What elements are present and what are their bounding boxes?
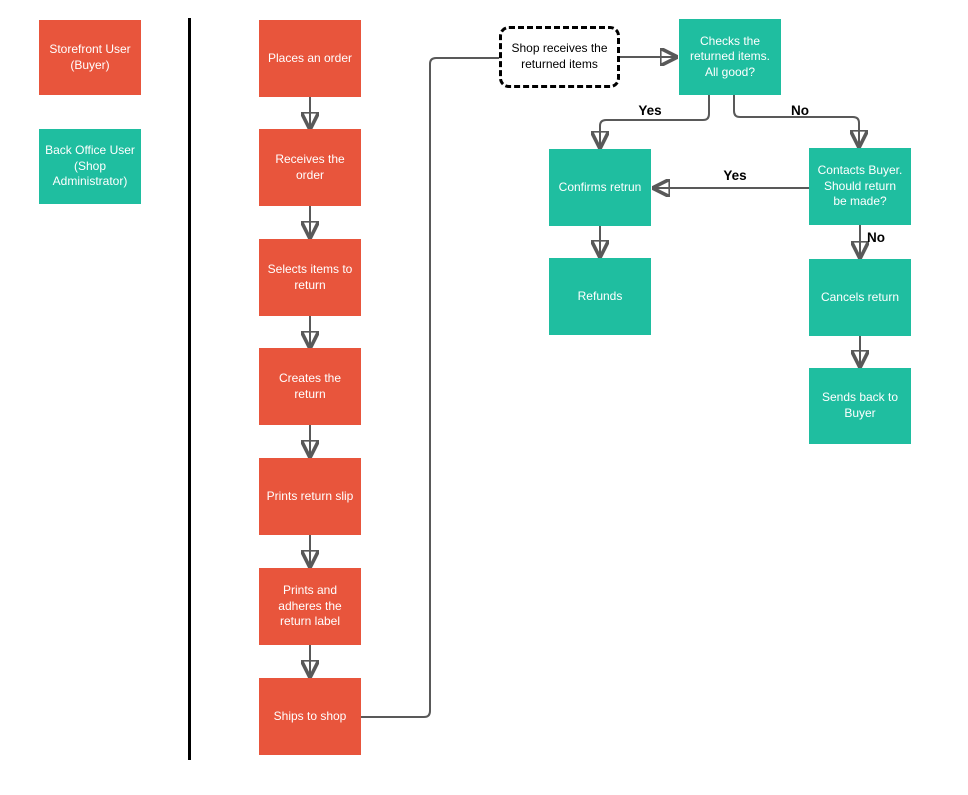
node-contacts-buyer: Contacts Buyer. Should return be made? — [809, 148, 911, 225]
edge-label-checks-no: No — [791, 103, 809, 118]
node-ships-to-shop: Ships to shop — [259, 678, 361, 755]
node-selects-items-to-return: Selects items to return — [259, 239, 361, 316]
node-prints-return-slip: Prints return slip — [259, 458, 361, 535]
node-cancels-return: Cancels return — [809, 259, 911, 336]
node-creates-the-return: Creates the return — [259, 348, 361, 425]
swimlane-divider — [188, 18, 191, 760]
node-receives-the-order: Receives the order — [259, 129, 361, 206]
legend-back-office-user: Back Office User (Shop Administrator) — [39, 129, 141, 204]
node-places-an-order: Places an order — [259, 20, 361, 97]
node-sends-back-to-buyer: Sends back to Buyer — [809, 368, 911, 444]
node-refunds: Refunds — [549, 258, 651, 335]
node-confirms-return: Confirms retrun — [549, 149, 651, 226]
node-prints-and-adheres-return-label: Prints and adheres the return label — [259, 568, 361, 645]
edge-ships-to-shopreceives — [361, 57, 499, 718]
node-checks-returned-items: Checks the returned items. All good? — [679, 19, 781, 95]
node-shop-receives-returned-items: Shop receives the returned items — [499, 26, 620, 88]
edge-label-checks-yes: Yes — [638, 103, 662, 118]
edge-label-contacts-no: No — [867, 230, 885, 245]
legend-storefront-user: Storefront User (Buyer) — [39, 20, 141, 95]
edge-label-contacts-yes: Yes — [723, 168, 747, 183]
